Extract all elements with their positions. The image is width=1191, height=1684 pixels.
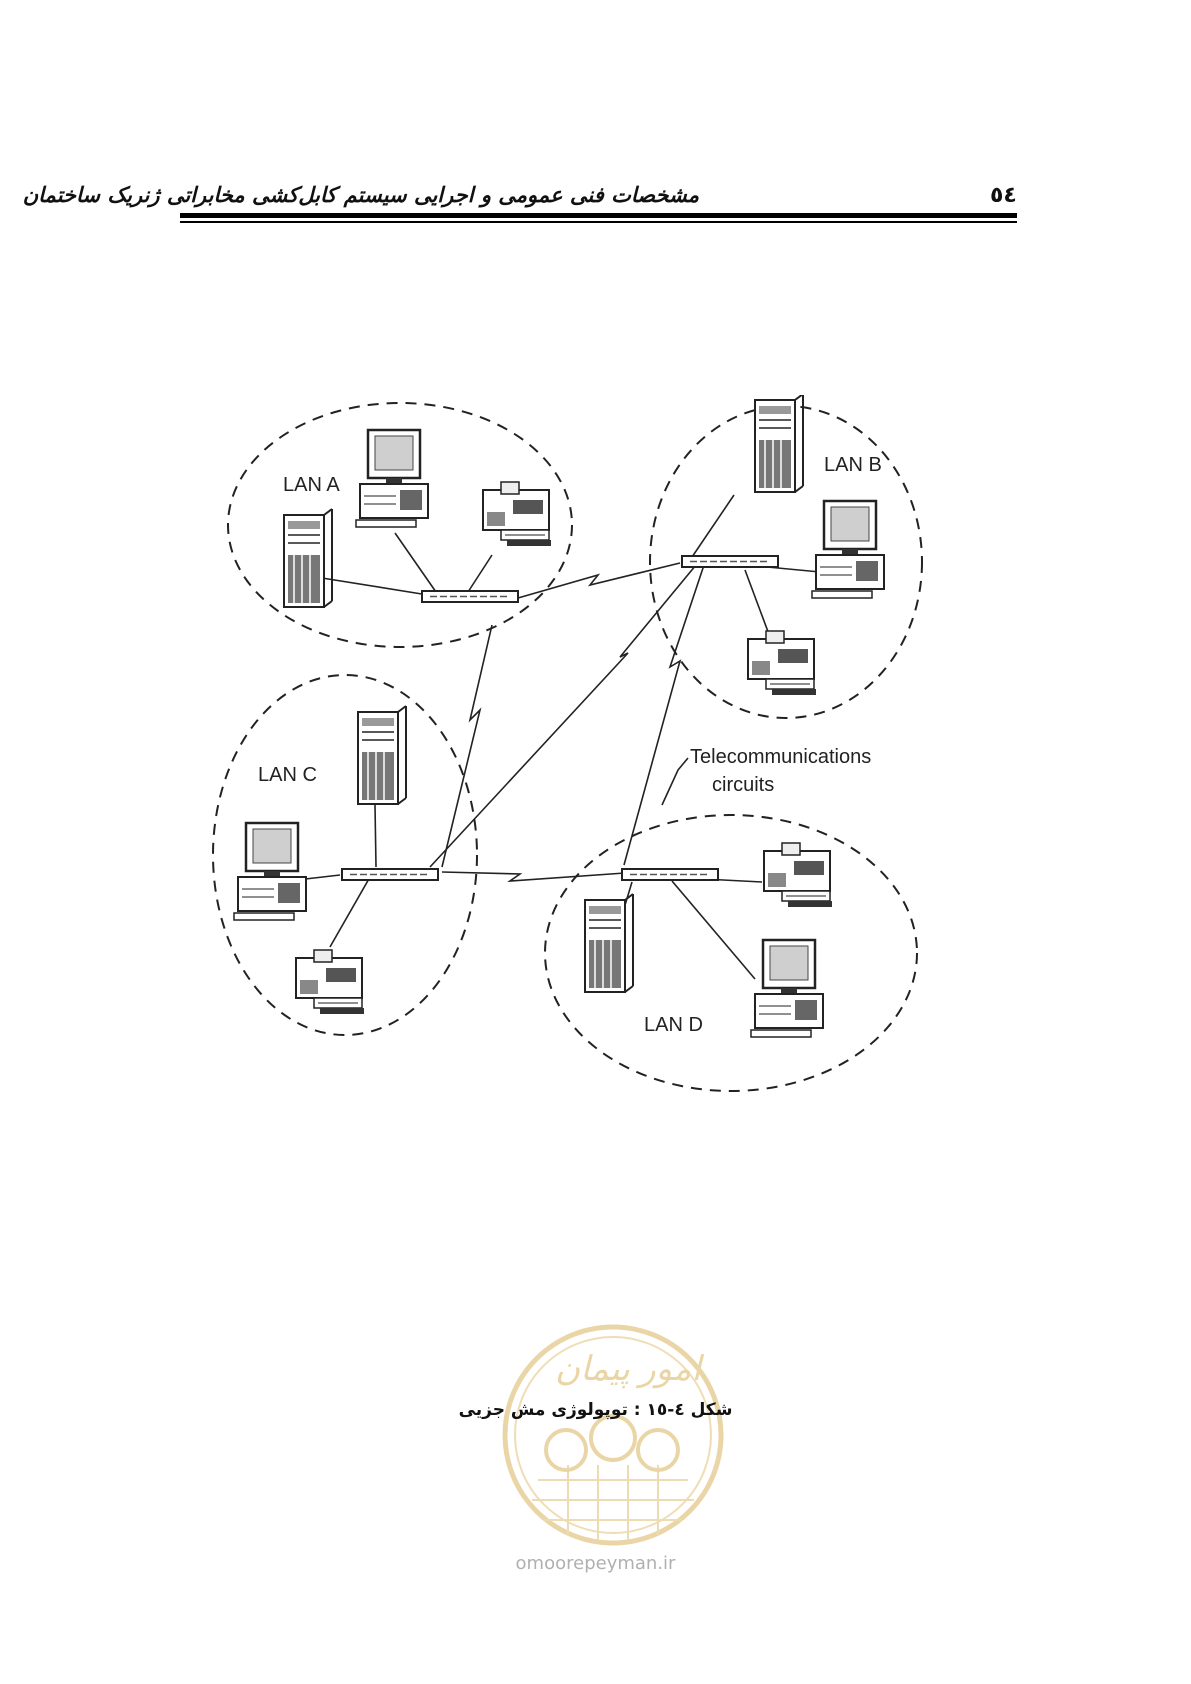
circuit-b-c (429, 564, 697, 868)
lan-d-workstation (749, 938, 825, 1039)
lan-a-hub (421, 590, 519, 603)
lan-b-workstation (810, 499, 886, 600)
circuit-b-d (623, 564, 705, 866)
lan-a-boundary (227, 402, 573, 648)
circuit-a-b (517, 562, 681, 599)
watermark-text: امور پیمان (555, 1350, 704, 1389)
lan-c-boundary (212, 674, 478, 1036)
telecom-label-line1: Telecommunications (690, 746, 871, 768)
circuit-c-d (441, 871, 626, 882)
lan-c-hub (341, 868, 439, 881)
lan-c-server (357, 705, 407, 805)
lan-c-printer (295, 949, 365, 1015)
lan-d-printer (763, 842, 833, 908)
lan-d-server (584, 893, 634, 993)
lan-b-printer (747, 630, 817, 696)
lan-a-server (283, 508, 333, 608)
header-rule-thin (180, 221, 1017, 223)
figure-caption: شکل ٤-١٥ : توپولوژی مش جزیی (458, 1400, 733, 1420)
watermark-url: omoorepeyman.ir (515, 1553, 676, 1574)
lan-a-label: LAN A (283, 474, 340, 496)
mesh-topology-diagram: LAN A LAN B LAN C LAN D Telecommunicatio… (212, 395, 923, 1092)
publisher-seal-watermark: امور پیمان (502, 1324, 724, 1546)
lan-d-hub (621, 868, 719, 881)
circuit-a-c (441, 624, 493, 868)
telecommunications-circuits (429, 562, 705, 882)
telecom-label-pointer (661, 757, 689, 806)
page-number: ٥٤ (990, 183, 1017, 208)
lan-c-label: LAN C (258, 764, 317, 786)
lan-b-hub (681, 555, 779, 568)
lan-a-workstation (354, 428, 430, 529)
lan-c-workstation (232, 821, 308, 922)
lan-b-label: LAN B (824, 454, 882, 476)
header-rule-thick (180, 213, 1017, 218)
telecom-label-line2: circuits (712, 774, 774, 796)
running-title: مشخصات فنی عمومی و اجرایی سیستم کابل‌کشی… (22, 183, 699, 207)
lan-a-printer (482, 481, 552, 547)
lan-b-server (754, 395, 804, 493)
lan-d-boundary (544, 814, 918, 1092)
lan-d-label: LAN D (644, 1014, 703, 1036)
